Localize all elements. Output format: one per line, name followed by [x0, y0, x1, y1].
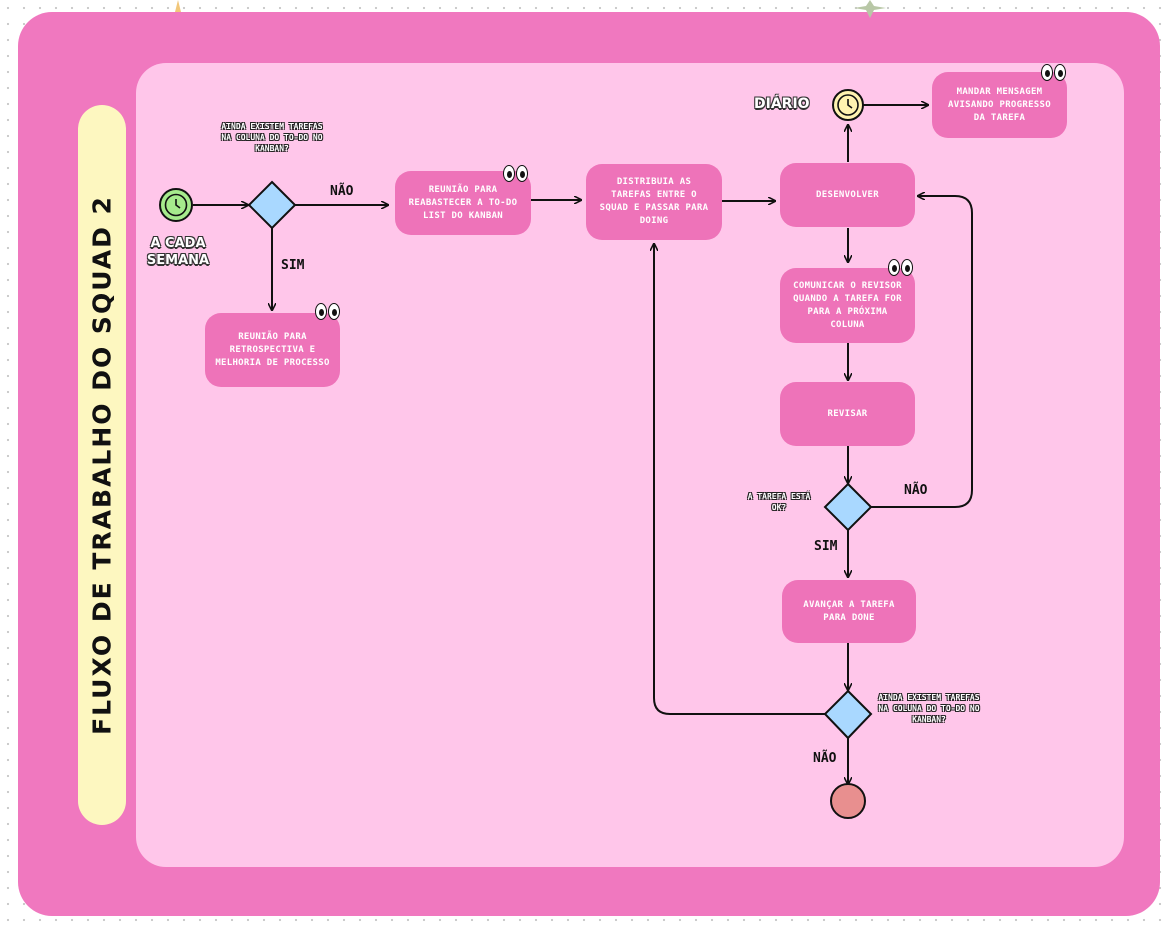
distribute-tasks-box[interactable]: DISTRIBUIA AS TAREFAS ENTRE O SQUAD E PA…: [586, 164, 722, 240]
review-box[interactable]: REVISAR: [780, 382, 915, 446]
retrospective-meeting-box[interactable]: REUNIÃO PARA RETROSPECTIVA E MELHORIA DE…: [205, 313, 340, 387]
eyes-icon: [1041, 64, 1067, 82]
clock-icon: [159, 188, 193, 222]
send-message-box[interactable]: MANDAR MENSAGEM AVISANDO PROGRESSO DA TA…: [932, 72, 1067, 138]
edge-label-yes: SIM: [814, 539, 838, 554]
sparkle-icon: [854, 0, 886, 18]
edge-q2-no-loop: [871, 196, 973, 508]
decision-diamond-todo-1: [247, 180, 297, 230]
decision-question-todo-1: AINDA EXISTEM TAREFAS NA COLUNA DO TO-DO…: [221, 122, 323, 153]
edge-q3-loop-to-distribute: [654, 244, 826, 715]
eyes-icon: [888, 259, 914, 277]
clock-icon: [832, 89, 864, 121]
end-node: [830, 783, 866, 819]
edge-label-no: NÃO: [813, 751, 837, 766]
sparkle-icon: [175, 0, 181, 12]
title-banner: [78, 105, 126, 825]
start-label: A CADA SEMANA: [146, 236, 210, 268]
notify-reviewer-box[interactable]: COMUNICAR O REVISOR QUANDO A TAREFA FOR …: [780, 268, 915, 343]
decision-question-todo-2: AINDA EXISTEM TAREFAS NA COLUNA DO TO-DO…: [878, 693, 980, 724]
develop-box[interactable]: DESENVOLVER: [780, 163, 915, 227]
decision-diamond-todo-2: [823, 689, 873, 740]
decision-question-task-ok: A TAREFA ESTÁ OK?: [747, 492, 811, 512]
daily-label: DIÁRIO: [754, 96, 810, 112]
eyes-icon: [503, 165, 529, 183]
edge-label-no: NÃO: [904, 483, 928, 498]
eyes-icon: [315, 303, 341, 321]
advance-task-box[interactable]: AVANÇAR A TAREFA PARA DONE: [782, 580, 916, 643]
edge-label-no: NÃO: [330, 184, 354, 199]
decision-diamond-task-ok: [823, 482, 873, 532]
edge-label-yes: SIM: [281, 258, 305, 273]
